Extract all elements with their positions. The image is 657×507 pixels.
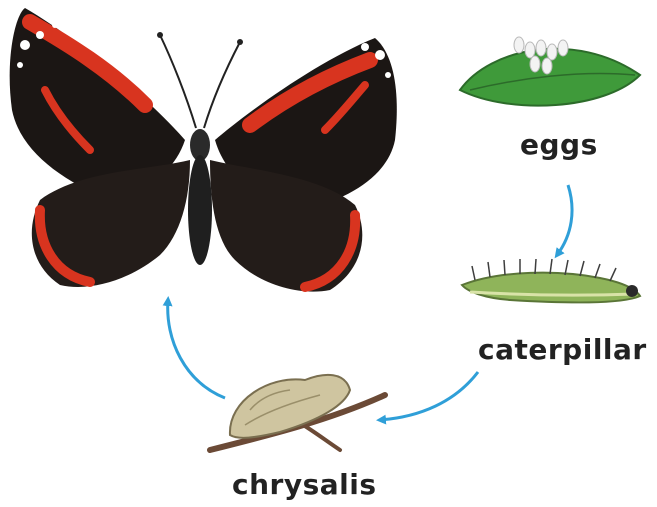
chrysalis-label: chrysalis	[232, 468, 377, 501]
butterfly-illustration	[10, 8, 397, 292]
caterpillar-label: caterpillar	[478, 333, 647, 366]
eggs-on-leaf-illustration	[460, 37, 640, 106]
chrysalis-illustration	[210, 375, 385, 450]
eggs-label: eggs	[520, 128, 598, 161]
arrow-chrysalis-to-butterfly	[168, 300, 225, 398]
arrow-eggs-to-caterpillar	[557, 185, 572, 255]
caterpillar-illustration	[462, 259, 640, 303]
arrow-caterpillar-to-chrysalis	[380, 372, 478, 420]
